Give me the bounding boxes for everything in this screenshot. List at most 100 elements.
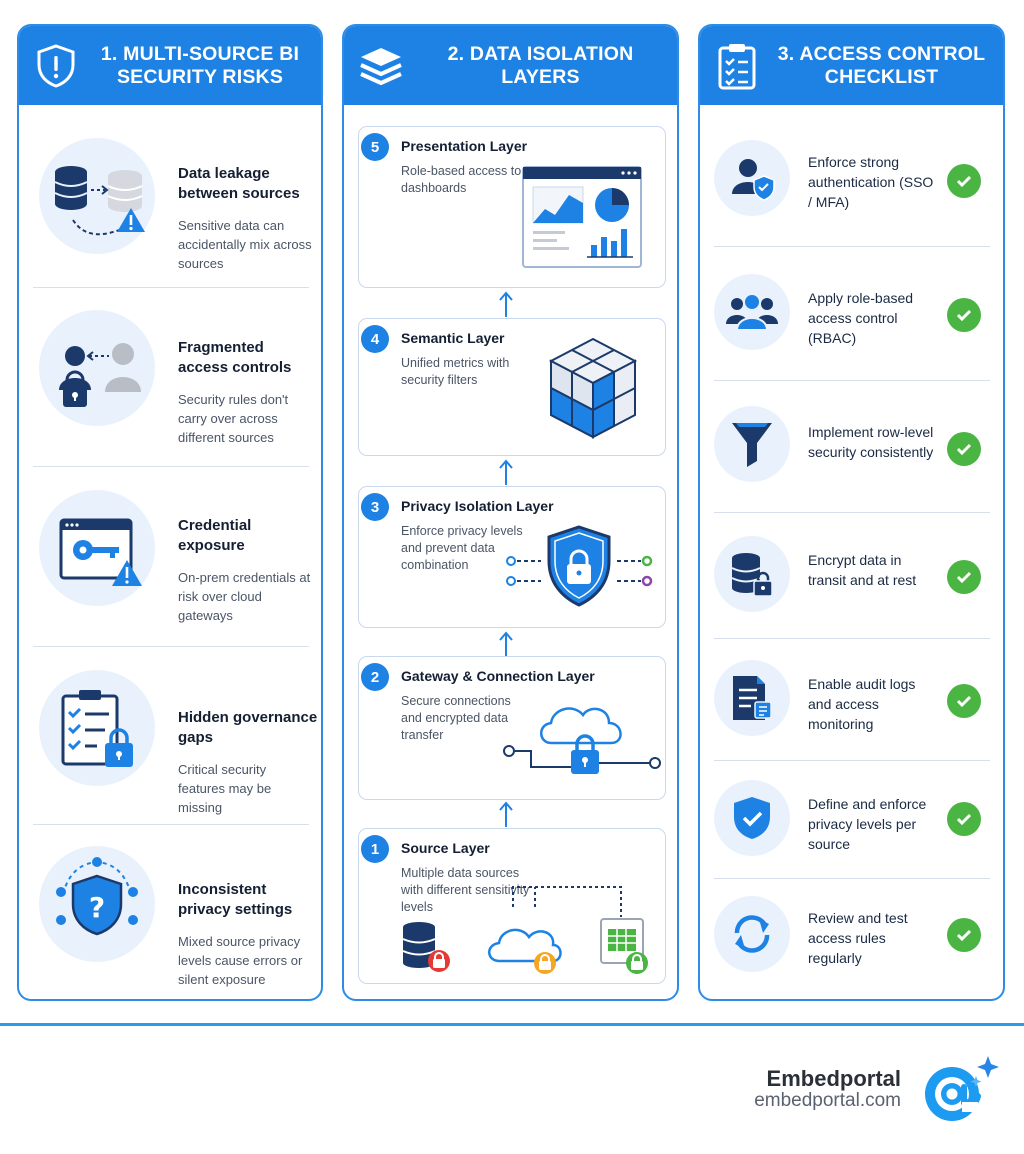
risk-desc: Security rules don't carry over across d…: [178, 392, 289, 445]
risk-title: Hidden governance gaps: [178, 709, 318, 746]
checkmark-icon: [947, 432, 981, 466]
divider: [714, 760, 990, 761]
checklist-title: 3. ACCESS CONTROL CHECKLIST: [777, 42, 986, 88]
checkmark-icon: [947, 560, 981, 594]
layer-number-badge: 1: [361, 835, 389, 863]
checklist-item: Enable audit logs and access monitoring: [714, 656, 990, 756]
divider: [33, 466, 309, 467]
checklist-header: 3. ACCESS CONTROL CHECKLIST: [700, 26, 1003, 105]
risk-item: Fragmented access controls Security rule…: [33, 310, 309, 470]
dashboard-icon: [522, 166, 642, 268]
layer-title: Privacy Isolation Layer: [401, 498, 554, 514]
arrow-up-icon: [499, 291, 513, 317]
layers-stack-icon: [344, 44, 418, 88]
refresh-icon: [714, 896, 790, 972]
checkmark-icon: [947, 684, 981, 718]
layer-title: Presentation Layer: [401, 138, 528, 154]
risks-header: 1. MULTI-SOURCE BI SECURITY RISKS: [19, 26, 321, 105]
checklist-item: Define and enforce privacy levels per so…: [714, 778, 990, 878]
shield-check-icon: [714, 780, 790, 856]
brand-name: Embedportal: [766, 1066, 901, 1091]
layer-desc: Role-based access to dashboards: [401, 164, 522, 195]
data-sources-icon: [402, 886, 648, 974]
funnel-icon: [714, 406, 790, 482]
arrow-up-icon: [499, 801, 513, 827]
user-shield-icon: [714, 140, 790, 216]
arrow-up-icon: [499, 459, 513, 485]
audit-log-icon: [714, 660, 790, 736]
checklist-text: Enforce strong authentication (SSO / MFA…: [808, 154, 934, 210]
checklist-text: Apply role-based access control (RBAC): [808, 290, 914, 346]
shield-question-icon: ?: [39, 846, 155, 962]
layer-title: Semantic Layer: [401, 330, 505, 346]
clipboard-checklist-icon: [700, 42, 774, 90]
layer-number-badge: 3: [361, 493, 389, 521]
checklist-text: Review and test access rules regularly: [808, 910, 908, 966]
users-group-icon: [714, 274, 790, 350]
checklist-panel: 3. ACCESS CONTROL CHECKLIST Enforce stro…: [698, 24, 1005, 1001]
layer-card: 1 Source Layer Multiple data sources wit…: [358, 828, 666, 984]
risk-title: Inconsistent privacy settings: [178, 881, 293, 918]
database-leak-icon: [39, 138, 155, 254]
checklist-item: Enforce strong authentication (SSO / MFA…: [714, 130, 990, 230]
layer-card: 2 Gateway & Connection Layer Secure conn…: [358, 656, 666, 800]
footer-divider: [0, 1023, 1024, 1026]
risks-title: 1. MULTI-SOURCE BI SECURITY RISKS: [100, 42, 300, 88]
cloud-lock-icon: [503, 707, 661, 774]
layer-title: Source Layer: [401, 840, 490, 856]
layer-card: 3 Privacy Isolation Layer Enforce privac…: [358, 486, 666, 628]
layers-title: 2. DATA ISOLATION LAYERS: [447, 42, 634, 88]
divider: [714, 512, 990, 513]
checklist-text: Encrypt data in transit and at rest: [808, 552, 917, 588]
layer-number-badge: 2: [361, 663, 389, 691]
risk-item: Credential exposure On-prem credentials …: [33, 490, 310, 650]
shield-exclamation-icon: [19, 43, 93, 88]
risk-title: Data leakage between sources: [178, 165, 300, 202]
checklist-item: Review and test access rules regularly: [714, 892, 990, 992]
browser-key-icon: [39, 490, 155, 606]
risk-desc: Mixed source privacy levels cause errors…: [178, 934, 303, 987]
risks-panel: 1. MULTI-SOURCE BI SECURITY RISKS Data l…: [17, 24, 323, 1001]
users-lock-icon: [39, 310, 155, 426]
database-lock-icon: [714, 536, 790, 612]
checklist-text: Implement row-level security consistentl…: [808, 424, 934, 460]
at-sign-logo-icon: [925, 1056, 999, 1121]
checkmark-icon: [947, 298, 981, 332]
arrow-up-icon: [499, 631, 513, 657]
checklist-text: Define and enforce privacy levels per so…: [808, 796, 927, 852]
svg-text:?: ?: [89, 891, 105, 924]
divider: [714, 638, 990, 639]
divider: [714, 246, 990, 247]
risk-title: Credential exposure: [178, 517, 252, 554]
layer-desc: Unified metrics with security filters: [401, 356, 510, 387]
shield-lock-icon: [506, 525, 653, 607]
layer-card: 4 Semantic Layer Unified metrics with se…: [358, 318, 666, 456]
cube-icon: [548, 337, 638, 439]
divider: [714, 878, 990, 879]
divider: [714, 380, 990, 381]
layer-card: 5 Presentation Layer Role-based access t…: [358, 126, 666, 288]
risk-item: ? Inconsistent privacy settings Mixed so…: [33, 846, 309, 999]
risk-item: Hidden governance gaps Critical security…: [33, 670, 317, 830]
divider: [33, 824, 309, 825]
checklist-item: Encrypt data in transit and at rest: [714, 530, 990, 630]
checklist-text: Enable audit logs and access monitoring: [808, 676, 916, 732]
layer-desc: Secure connections and encrypted data tr…: [401, 694, 511, 742]
layer-desc: Multiple data sources with different sen…: [401, 866, 530, 914]
layers-header: 2. DATA ISOLATION LAYERS: [344, 26, 677, 105]
risk-title: Fragmented access controls: [178, 339, 292, 376]
checklist-item: Implement row-level security consistentl…: [714, 398, 990, 498]
layer-number-badge: 5: [361, 133, 389, 161]
checkmark-icon: [947, 918, 981, 952]
layer-number-badge: 4: [361, 325, 389, 353]
layers-panel: 2. DATA ISOLATION LAYERS 5 Presentation …: [342, 24, 679, 1001]
risk-desc: On-prem credentials at risk over cloud g…: [178, 570, 311, 623]
layer-desc: Enforce privacy levels and prevent data …: [401, 524, 523, 572]
checkmark-icon: [947, 164, 981, 198]
risk-desc: Sensitive data can accidentally mix acro…: [178, 218, 312, 271]
brand-url: embedportal.com: [754, 1090, 901, 1111]
checkmark-icon: [947, 802, 981, 836]
risk-item: Data leakage between sources Sensitive d…: [33, 138, 312, 298]
layer-title: Gateway & Connection Layer: [401, 668, 595, 684]
risk-desc: Critical security features may be missin…: [178, 762, 272, 815]
